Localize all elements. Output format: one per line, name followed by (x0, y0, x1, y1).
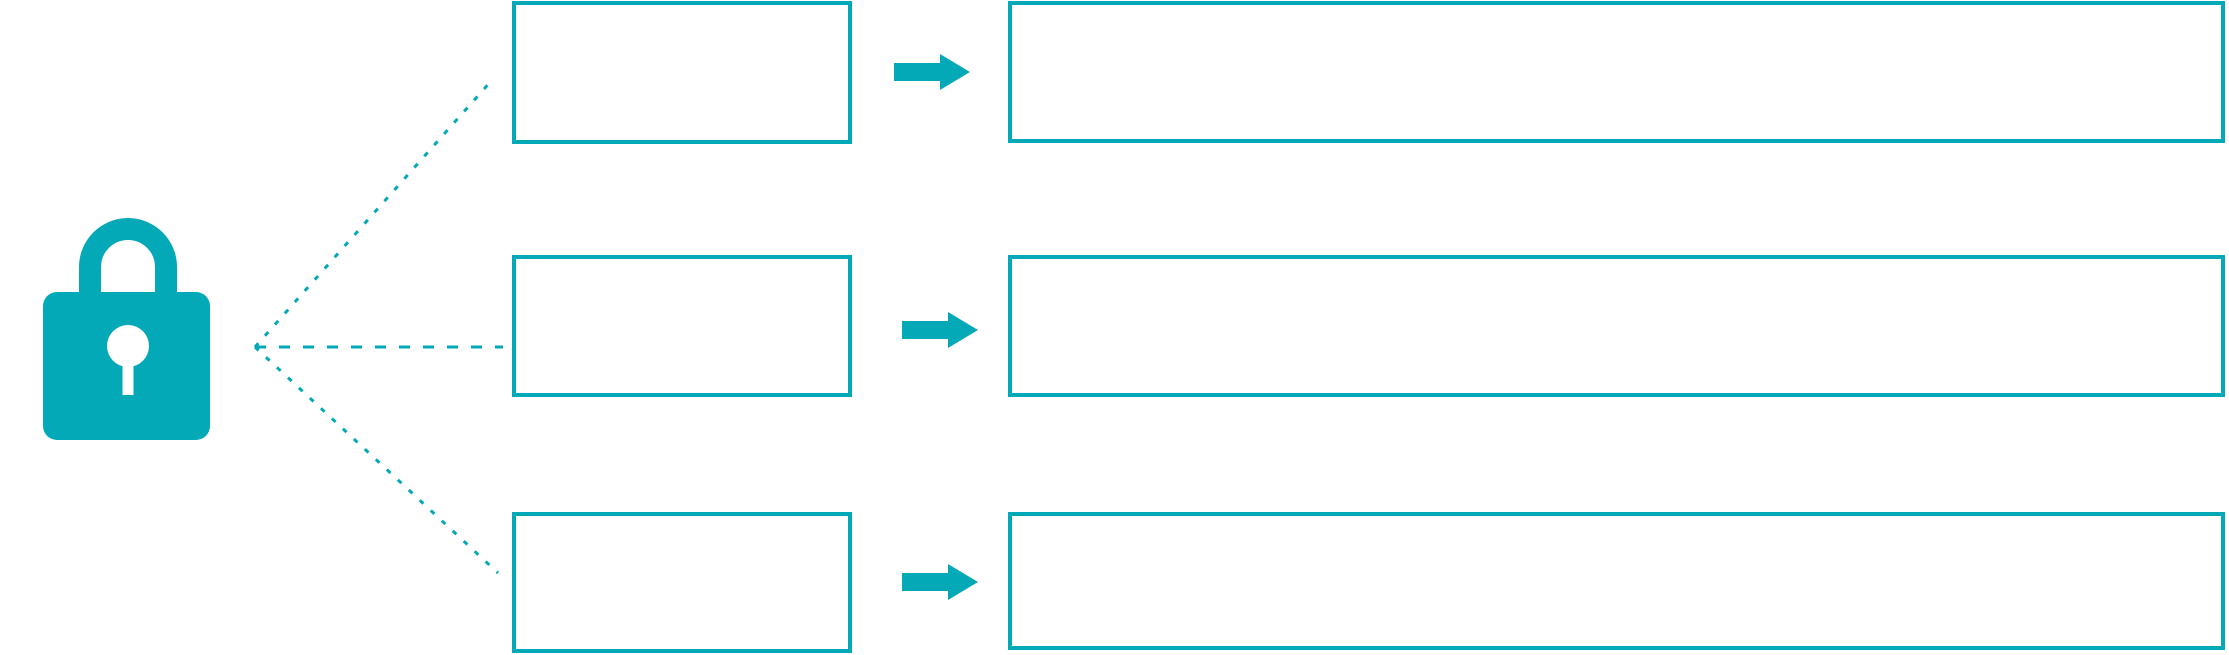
definition-box-3 (1008, 512, 2225, 650)
right-arrow-icon (902, 564, 978, 600)
right-arrow-icon (902, 312, 978, 348)
definition-box-2 (1008, 255, 2225, 397)
right-arrow-icon (894, 54, 970, 90)
connector-line-bottom (253, 345, 500, 575)
term-box-1 (512, 1, 852, 144)
term-box-2 (512, 255, 852, 397)
definition-box-1 (1008, 1, 2225, 143)
lock-icon (43, 218, 210, 440)
connector-line-top (253, 79, 494, 348)
term-box-3 (512, 512, 852, 653)
